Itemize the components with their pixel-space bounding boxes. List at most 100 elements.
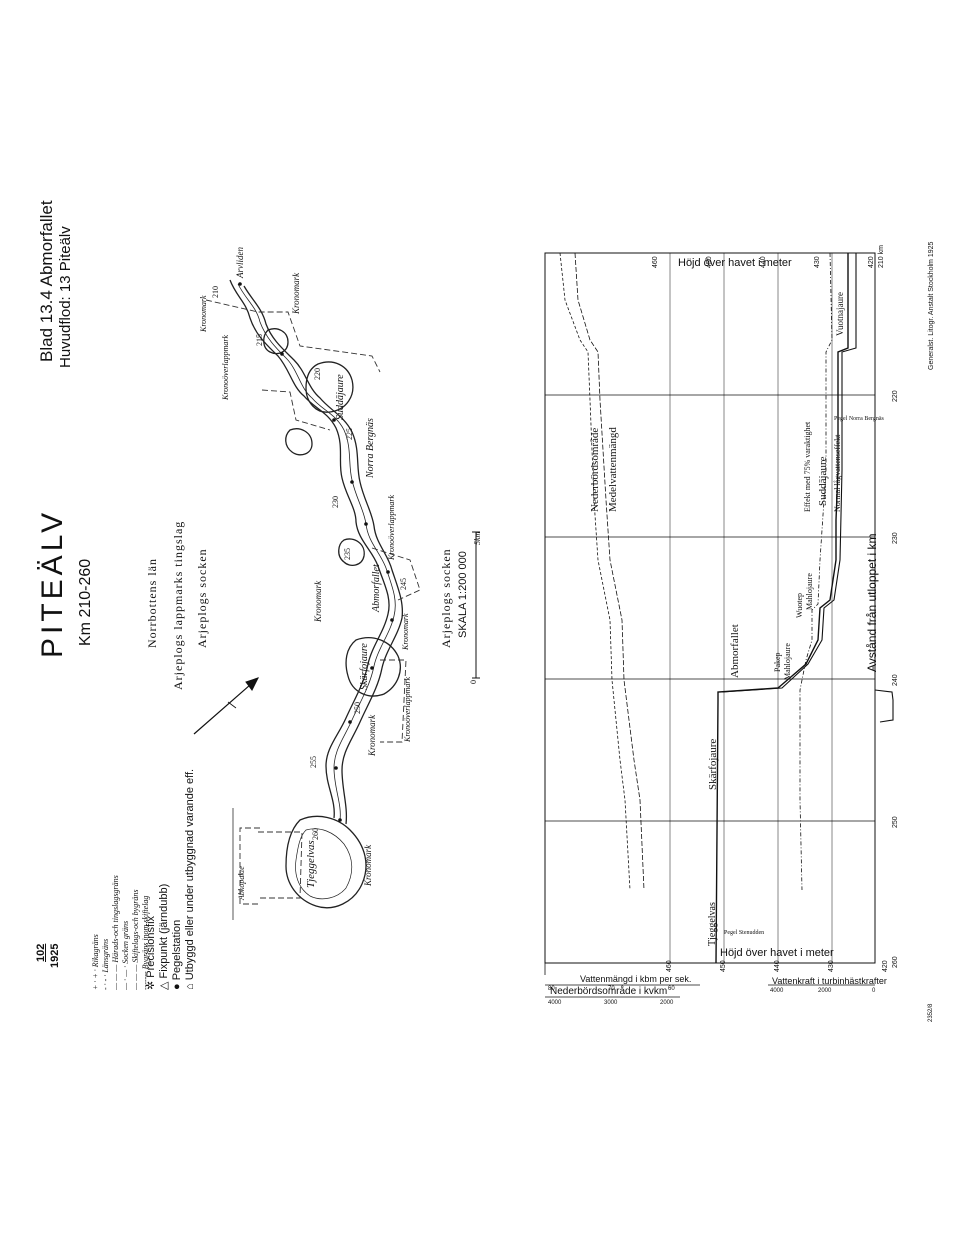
profile-place-pakep: Pakep [773,652,782,672]
km-range: Km 210-260 [77,558,94,646]
height-tick-440-b: 440 [774,960,781,972]
legend-label-9: Utbyggd eller under utbyggnad varande ef… [184,768,196,981]
profile-place-abmorfallet: Abmorfallet [729,624,741,678]
km-axis-unit: 210 km [878,245,885,268]
height-grid [669,253,833,963]
height-tick-420: 420 [868,256,875,268]
power-tick-0: 0 [872,988,876,994]
profile-place-skarfojaure: Skärfojaure [707,738,719,790]
fixpunkt-icon: △ [158,981,170,990]
height-tick-430-b: 430 [828,960,835,972]
height-tick-460: 460 [652,256,659,268]
height-tick-450: 450 [706,256,713,268]
curve-effekt-75 [799,252,833,891]
profile-place-wuotep: Wuotep [795,592,804,618]
pegel-norra-bergnas: Pegel Norra Bergnäs [834,416,884,422]
place-suddajaure: Suddājaure [335,374,346,420]
lake-tjeggelvas [285,815,367,909]
flow-tick-80: 80 [548,986,555,992]
print-code: 2352/8 [928,1003,934,1022]
map-km-245: 245 [399,578,408,590]
river-title: PITEÄLV [36,508,69,658]
height-tick-430: 430 [814,256,821,268]
legend-label-2: Härads-och tingslagsgräns [111,875,120,963]
lake-skarfojaure [345,637,401,697]
kraftstation-icon: ⌂ [184,983,196,990]
legend-label-8: Pegelstation [171,919,183,981]
legend-symbol-2: — — — [111,964,120,990]
huvudflod-title: Huvudflod: 13 Piteälv [57,226,74,368]
blad-title: Blad 13.4 Abmorfallet [37,200,56,362]
place-tjeggelvas: Tjeggelvas [305,840,317,888]
map-km-260: 260 [311,828,320,840]
curve-nederbordsomrade [574,252,645,891]
place-kronooverlappmark-2: Kronoöverlappmark [403,676,412,742]
power-label: Vattenkraft i turbinhästkrafter [772,976,887,986]
legend-label-3: Socken gräns [121,920,130,964]
power-tick-4000: 4000 [770,988,784,994]
area-tick-3000: 3000 [604,1000,618,1006]
river-outline-upper [229,279,390,819]
map-km-250: 250 [353,702,362,714]
km-markers [238,282,394,822]
lan-label: Norrbottens län [145,558,159,648]
place-kronomark-5: Kronomark [199,295,208,332]
place-kronomark-4: Kronomark [363,844,373,886]
legend-label-7: Fixpunkt (järndubb) [158,883,170,979]
border-kronomark [205,299,381,373]
place-abmorfallet: Abmorfallet [371,564,382,612]
place-abkopakte: Abkopakte [237,866,246,900]
flow-tick-60: 60 [668,986,675,992]
legend-label-6: Precisionsfix [145,915,157,978]
legend: + · + · Rikagräns - · - · Länsgräns — — … [91,875,152,990]
map-km-210: 210 [211,286,220,298]
legend-symbol-0: + · + · [91,969,100,990]
place-skarfojaure: Skärfojaure [359,643,370,690]
place-kronomark-2: Kronomark [313,580,323,622]
height-tick-450-b: 450 [720,960,727,972]
height-tick-420-b: 420 [882,960,889,972]
profile-place-mahlojaure-2: Mahlojaure [805,573,814,610]
label-medelvattenmangd: Medelvattenmängd [607,427,619,512]
place-kronooverlappmark-1: Kronoöverlappmark [387,494,396,560]
place-arvliden: Arvliden [235,247,245,278]
sheet-number: 102 [35,943,47,962]
map-km-220: 220 [313,368,322,380]
pegel-stenudden: Pegel Stenudden [724,930,765,936]
place-norra-bergnas: Norra Bergnäs [365,418,376,478]
profile-title-top: Höjd över havet i meter [678,257,792,269]
place-kronomark-1: Kronomark [291,272,301,314]
bottom-axes [545,984,875,998]
km-tick-260: 260 [892,956,899,968]
profile-title-bottom: Höjd över havet i meter [720,947,834,959]
precisionsfix-icon: ✲ [145,980,157,990]
sheet-year: 1925 [49,943,61,968]
km-tick-250: 250 [892,816,899,828]
km-grid [545,252,875,964]
area-tick-4000: 4000 [548,1000,562,1006]
tingslag-label: Arjeplogs lappmarks tingslag [171,520,185,690]
flow-tick-70: 70 [608,986,615,992]
km-tick-230: 230 [892,532,899,544]
profile-place-mahlojaure-1: Mahlojaure [783,643,792,680]
place-kronooverlappmark-3: Kronoöverlappmark [221,334,230,400]
profile-frame [544,252,876,975]
river-outline-lower [243,285,404,825]
pegelstation-icon: ● [171,983,183,990]
height-tick-440: 440 [760,256,767,268]
legend-symbol-1: - · - · [101,974,110,990]
profile-place-vuotnajaure: Vuotnajaure [835,292,845,336]
area-label: Nederbördsområde i kvkm [550,986,668,997]
km-tick-220: 220 [892,390,899,402]
legend-label-1: Länsgräns [101,938,110,973]
label-effekt-75: Effekt med 75% varaktighet [803,421,812,512]
legend-2: ✲ Precisionsfix △ Fixpunkt (järndubb) ● … [145,768,198,990]
scale-bar [472,531,480,679]
socken-label-2: Arjeplogs socken [439,548,453,648]
legend-label-4: Skiftelags-och bygräns [131,889,140,963]
flow-label: Vattenmängd i kbm per sek. [580,974,692,984]
profile-place-tjeggelvas: Tjeggelvas [707,902,718,946]
scale-label: SKALA 1:200 000 [457,551,469,638]
